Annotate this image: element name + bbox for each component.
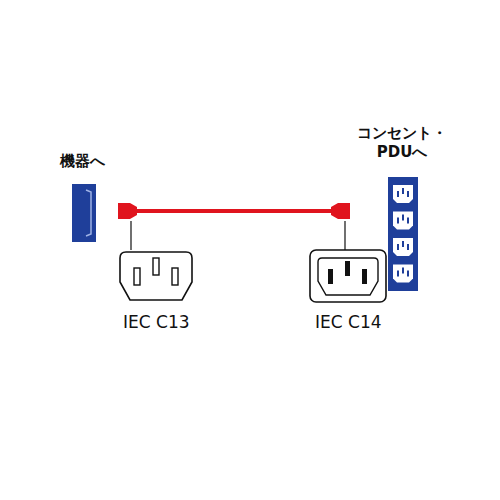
outlet-slot	[407, 271, 409, 277]
outlet-slot	[397, 218, 399, 224]
pdu-body	[388, 177, 418, 291]
outlet-slot	[402, 215, 404, 221]
destination-label: コンセント・ PDUへ	[346, 124, 458, 162]
c14-face	[310, 250, 386, 302]
outlet-slot	[407, 244, 409, 250]
outlet	[393, 212, 413, 230]
outlet-slot	[407, 218, 409, 224]
c13-plug	[118, 203, 137, 219]
outlet-slot	[397, 191, 399, 197]
outlet-slot	[402, 241, 404, 247]
outlet	[393, 185, 413, 203]
connector-type-label: IEC C13	[123, 312, 190, 333]
outlet	[393, 265, 413, 283]
connector-type-label: IEC C14	[315, 312, 382, 333]
c14-inner	[318, 258, 378, 295]
outlet-slot	[407, 191, 409, 197]
pdu-outlets	[393, 185, 413, 283]
c13-slot	[134, 268, 140, 285]
leader-line	[344, 221, 345, 250]
c14-pin	[328, 269, 333, 284]
outlet-slot	[402, 188, 404, 194]
power-cable	[118, 203, 350, 219]
outlet-slot	[397, 271, 399, 277]
c13-outline	[120, 252, 192, 300]
c13-slot	[153, 258, 159, 275]
c14-pin	[345, 261, 350, 276]
device-slot	[86, 190, 91, 236]
cable-wire	[134, 209, 334, 213]
c13-slot	[172, 268, 178, 285]
device-panel	[72, 184, 96, 242]
device-body	[72, 184, 96, 242]
pdu-strip	[388, 177, 418, 291]
c14-plug	[331, 203, 350, 219]
outlet	[393, 238, 413, 256]
c13-face	[120, 252, 192, 300]
leader-line	[130, 221, 131, 250]
c14-pin	[362, 269, 367, 284]
destination-label: 機器へ	[60, 152, 105, 171]
outlet-slot	[402, 268, 404, 274]
c14-outline	[310, 250, 386, 302]
outlet-slot	[397, 244, 399, 250]
